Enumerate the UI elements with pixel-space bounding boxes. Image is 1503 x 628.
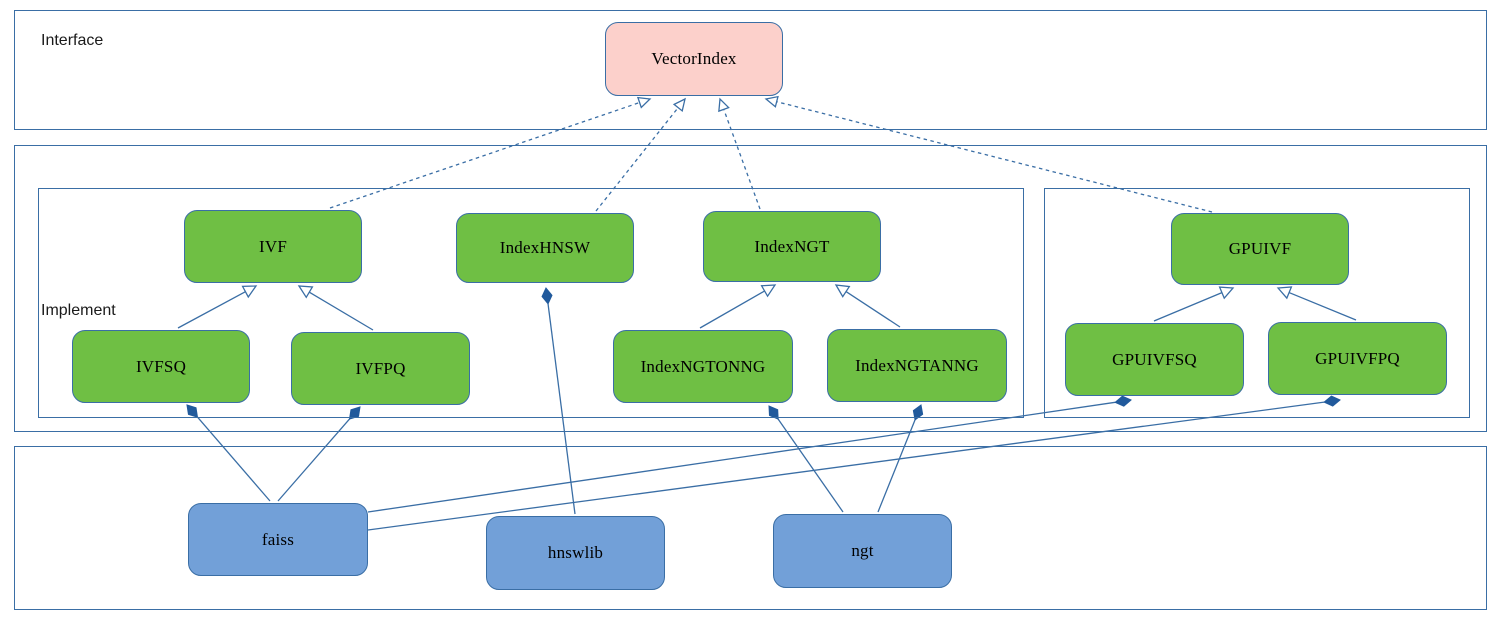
class-node-label: faiss xyxy=(261,529,295,549)
class-node-label: IVFSQ xyxy=(135,356,187,376)
group-frame-thirdparty: thirdparty xyxy=(14,446,1487,610)
class-node-ngt[interactable]: ngt xyxy=(773,514,952,588)
group-frame-implement: Implement xyxy=(14,145,1487,432)
class-node-label: ngt xyxy=(851,541,874,560)
class-node-label: IndexNGTANNG xyxy=(855,355,979,375)
class-node-label: IndexNGT xyxy=(754,236,830,256)
class-node-label: GPUIVF xyxy=(1228,239,1292,258)
class-node-indexngtanng[interactable]: IndexNGTANNG xyxy=(827,329,1007,402)
group-label-interface: Interface xyxy=(41,32,104,49)
class-node-hnswlib[interactable]: hnswlib xyxy=(486,516,665,590)
class-node-label: hnswlib xyxy=(547,543,604,562)
class-node-indexngt[interactable]: IndexNGT xyxy=(703,211,881,282)
class-node-ivf[interactable]: IVF xyxy=(184,210,362,283)
class-node-vectorindex[interactable]: VectorIndex xyxy=(605,22,783,96)
class-node-gpuivfpq[interactable]: GPUIVFPQ xyxy=(1268,322,1447,395)
class-node-label: IVFPQ xyxy=(355,358,406,378)
class-node-faiss[interactable]: faiss xyxy=(188,503,368,576)
class-node-ivfsq[interactable]: IVFSQ xyxy=(72,330,250,403)
group-frame-gpu: GPU xyxy=(1044,188,1470,418)
class-node-label: IndexHNSW xyxy=(499,238,591,257)
class-node-ivfpq[interactable]: IVFPQ xyxy=(291,332,470,405)
class-node-label: VectorIndex xyxy=(651,49,737,68)
class-node-label: GPUIVFSQ xyxy=(1112,349,1197,369)
class-node-indexngtonng[interactable]: IndexNGTONNG xyxy=(613,330,793,403)
class-node-label: GPUIVFPQ xyxy=(1315,348,1400,368)
class-node-label: IVF xyxy=(259,236,287,256)
class-node-gpuivfsq[interactable]: GPUIVFSQ xyxy=(1065,323,1244,396)
group-label-implement: Implement xyxy=(41,302,116,319)
group-frame-interface: Interface xyxy=(14,10,1487,130)
class-node-indexhnsw[interactable]: IndexHNSW xyxy=(456,213,634,283)
class-node-label: IndexNGTONNG xyxy=(640,356,766,376)
class-node-gpuivf[interactable]: GPUIVF xyxy=(1171,213,1349,285)
